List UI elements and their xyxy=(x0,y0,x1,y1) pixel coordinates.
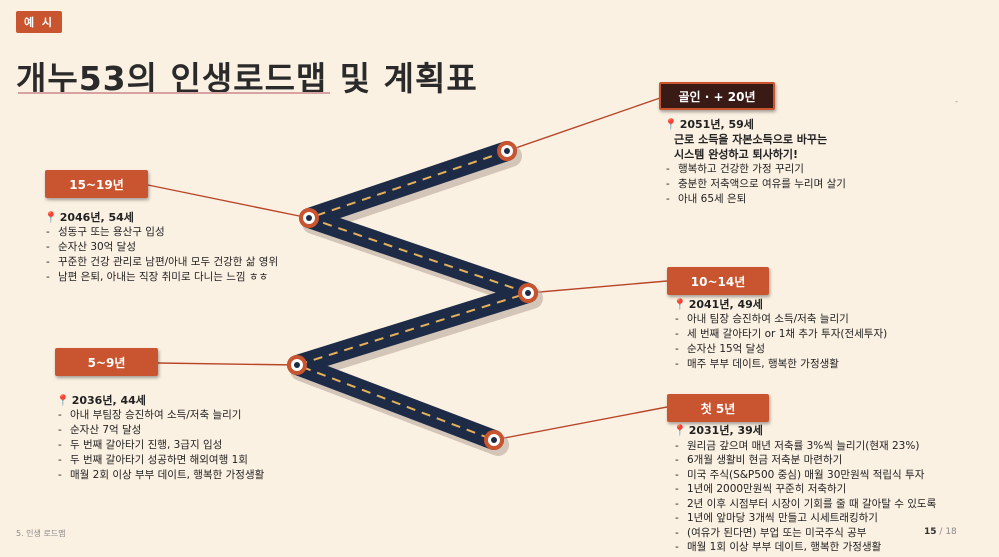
pin-icon: 📍 xyxy=(673,298,687,311)
side-mark: - xyxy=(955,97,959,107)
example-badge: 예 시 xyxy=(16,11,62,33)
period-block-15-19: 📍2046년, 54세 성동구 또는 용산구 입성 순자산 30억 달성 꾸준한… xyxy=(44,210,278,285)
period-label-goal: 골인 · + 20년 xyxy=(659,82,775,110)
list-item: 두 번째 갈아타기 진행, 3급지 입성 xyxy=(56,438,264,453)
list-item: 아내 팀장 승진하여 소득/저축 늘리기 xyxy=(673,312,887,327)
goal-line: 시스템 완성하고 퇴사하기! xyxy=(674,148,798,161)
period-head: 📍2051년, 59세 xyxy=(664,118,754,131)
period-block-goal: 📍2051년, 59세 근로 소득을 자본소득으로 바꾸는 시스템 완성하고 퇴… xyxy=(664,117,846,207)
period-block-10-14: 📍2041년, 49세 아내 팀장 승진하여 소득/저축 늘리기 세 번째 갈아… xyxy=(673,297,887,372)
period-label-10-14: 10~14년 xyxy=(667,267,769,295)
list-item: 두 번째 갈아타기 성공하면 해외여행 1회 xyxy=(56,453,264,468)
connector-line xyxy=(157,362,298,366)
road-node xyxy=(484,430,504,450)
list-item: 충분한 저축액으로 여유를 누리며 살기 xyxy=(664,177,846,192)
pin-icon: 📍 xyxy=(673,424,687,437)
list-item: 세 번째 갈아타기 or 1채 추가 투자(전세투자) xyxy=(673,327,887,342)
list-item: 순자산 7억 달성 xyxy=(56,423,264,438)
list-item: 1년에 2000만원씩 꾸준히 저축하기 xyxy=(673,482,936,497)
period-head: 📍2031년, 39세 xyxy=(673,424,763,437)
list-item: 아내 부팀장 승진하여 소득/저축 늘리기 xyxy=(56,408,264,423)
list-item: 행복하고 건강한 가정 꾸리기 xyxy=(664,162,846,177)
road-node xyxy=(287,355,307,375)
period-label-first-5: 첫 5년 xyxy=(667,394,769,422)
list-item: 2년 이후 시점부터 시장이 기회를 줄 때 갈아탈 수 있도록 xyxy=(673,497,936,512)
period-head: 📍2041년, 49세 xyxy=(673,298,763,311)
road-node xyxy=(497,141,517,161)
list-item: 6개월 생활비 현금 저축분 마련하기 xyxy=(673,453,936,468)
connector-line xyxy=(527,280,668,294)
list-item: 미국 주식(S&P500 중심) 매월 30만원씩 적립식 투자 xyxy=(673,468,936,483)
title-underline xyxy=(18,92,330,94)
period-label-15-19: 15~19년 xyxy=(45,170,148,198)
list-item: 아내 65세 은퇴 xyxy=(664,192,846,207)
pin-icon: 📍 xyxy=(44,211,58,224)
page-title: 개누53의 인생로드맵 및 계획표 xyxy=(16,59,478,98)
pin-icon: 📍 xyxy=(664,118,678,131)
list-item: 꾸준한 건강 관리로 남편/아내 모두 건강한 삶 영위 xyxy=(44,255,278,270)
period-head: 📍2036년, 44세 xyxy=(56,394,146,407)
period-block-5-9: 📍2036년, 44세 아내 부팀장 승진하여 소득/저축 늘리기 순자산 7억… xyxy=(56,393,264,483)
period-label-5-9: 5~9년 xyxy=(55,348,158,376)
list-item: 매월 1회 이상 부부 데이트, 행복한 가정생활 xyxy=(673,540,936,555)
list-item: 매월 2회 이상 부부 데이트, 행복한 가정생활 xyxy=(56,468,264,483)
road-node xyxy=(518,283,538,303)
list-item: 매주 부부 데이트, 행복한 가정생활 xyxy=(673,357,887,372)
period-block-first-5: 📍2031년, 39세 원리금 갚으며 매년 저축률 3%씩 늘리기(현재 23… xyxy=(673,424,936,555)
list-item: 순자산 30억 달성 xyxy=(44,240,278,255)
connector-line xyxy=(506,97,661,152)
connector-line xyxy=(147,184,310,219)
pin-icon: 📍 xyxy=(56,394,70,407)
list-item: (여유가 된다면) 부업 또는 미국주식 공부 xyxy=(673,526,936,541)
connector-line xyxy=(493,406,668,441)
list-item: 순자산 15억 달성 xyxy=(673,342,887,357)
footer-section: 5. 인생 로드맵 xyxy=(16,529,66,538)
list-item: 원리금 갚으며 매년 저축률 3%씩 늘리기(현재 23%) xyxy=(673,439,936,454)
list-item: 1년에 앞마당 3개씩 만들고 시세트래킹하기 xyxy=(673,511,936,526)
period-head: 📍2046년, 54세 xyxy=(44,211,134,224)
page-number: 15 / 18 xyxy=(924,527,957,537)
road-node xyxy=(299,208,319,228)
list-item: 남편 은퇴, 아내는 직장 취미로 다니는 느낌 ㅎㅎ xyxy=(44,270,278,285)
goal-line: 근로 소득을 자본소득으로 바꾸는 xyxy=(674,133,828,146)
list-item: 성동구 또는 용산구 입성 xyxy=(44,225,278,240)
